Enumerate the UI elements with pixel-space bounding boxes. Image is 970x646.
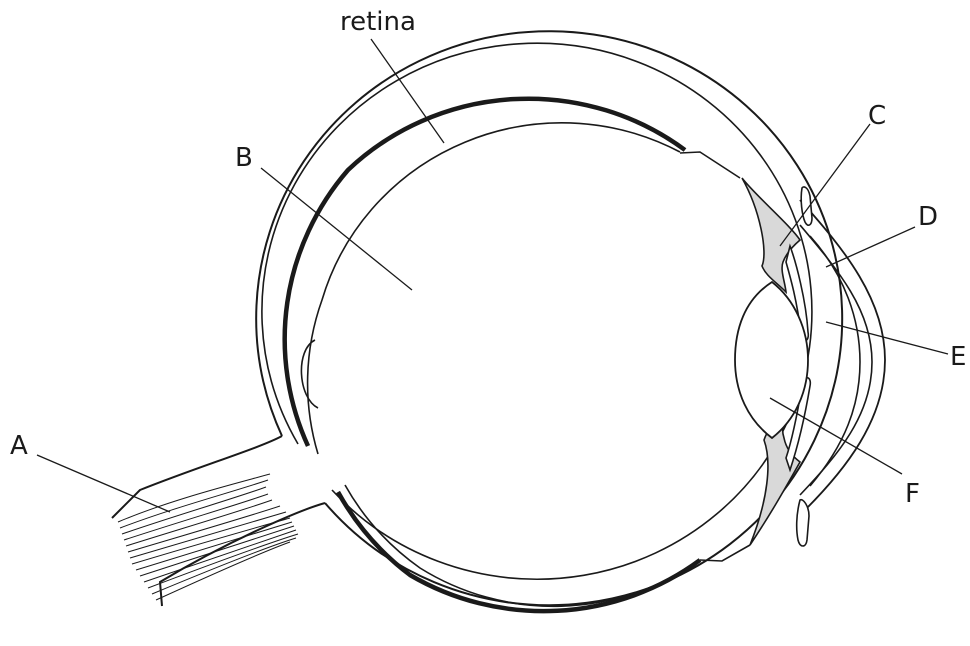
eyelid-bottom — [797, 500, 809, 546]
label-B: B — [235, 143, 253, 173]
leader-A — [37, 455, 170, 512]
retina-step-top — [680, 152, 740, 178]
cornea-inner — [800, 225, 872, 495]
label-A: A — [10, 431, 28, 461]
label-F: F — [905, 479, 920, 509]
nerve-fibres — [118, 474, 298, 600]
eyelid-top — [801, 187, 812, 225]
choroid-line-lower — [338, 492, 700, 611]
retina-line — [308, 123, 680, 454]
label-retina: retina — [340, 7, 416, 37]
cornea-front — [810, 236, 860, 486]
retina-line-lower — [345, 485, 700, 606]
leader-E — [826, 322, 948, 354]
choroid-line — [285, 99, 685, 446]
label-C: C — [868, 101, 886, 131]
label-D: D — [918, 202, 938, 232]
label-E: E — [950, 342, 966, 372]
